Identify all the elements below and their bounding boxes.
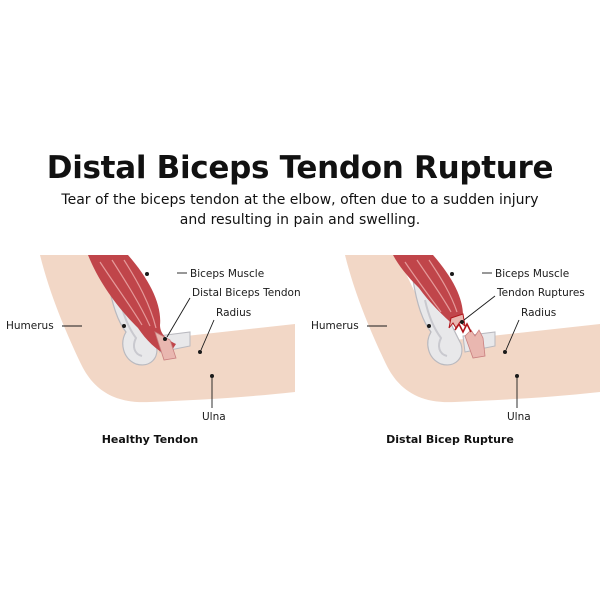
muscle-dot [450, 272, 454, 276]
subtitle-line-1: Tear of the biceps tendon at the elbow, … [61, 192, 539, 208]
humerus-dot [427, 324, 431, 328]
ulna-dot [515, 374, 519, 378]
rupture-tear-mark [454, 322, 472, 334]
label-tendon-ruptures: Tendon Ruptures [496, 287, 585, 299]
caption-healthy-tendon: Healthy Tendon [101, 433, 199, 446]
label-biceps-muscle: Biceps Muscle [495, 268, 569, 280]
biceps-muscle [88, 255, 176, 356]
label-humerus: Humerus [311, 320, 359, 332]
radius-leader [200, 319, 215, 351]
torn-tendon-lower [464, 329, 486, 359]
label-biceps-muscle: Biceps Muscle [190, 268, 264, 280]
radius-dot [198, 350, 202, 354]
page-title: Distal Biceps Tendon Rupture [46, 150, 554, 186]
biceps-muscle-fibers [404, 259, 458, 313]
tendon-dot [163, 337, 167, 341]
caption-distal-bicep-rupture: Distal Bicep Rupture [386, 433, 514, 446]
radius-dot [503, 350, 507, 354]
label-radius: Radius [216, 307, 251, 319]
label-ulna: Ulna [202, 411, 226, 423]
ulna-dot [210, 374, 214, 378]
rupture-leader [463, 295, 496, 321]
muscle-dot [145, 272, 149, 276]
tendon-leader [166, 297, 191, 338]
label-humerus: Humerus [6, 320, 54, 332]
arm-skin [40, 255, 295, 403]
rupture-dot [460, 320, 464, 324]
biceps-muscle-fibers [99, 259, 157, 329]
humerus-shade [119, 299, 143, 357]
arm-skin [345, 255, 600, 403]
label-distal-tendon: Distal Biceps Tendon [192, 287, 301, 299]
radius-leader [505, 319, 520, 351]
rupture-arm-diagram: Biceps Muscle Tendon Ruptures Radius Hum… [311, 255, 600, 423]
label-radius: Radius [521, 307, 556, 319]
label-ulna: Ulna [507, 411, 531, 423]
biceps-muscle [393, 255, 463, 326]
humerus-shade [424, 299, 448, 357]
page-subtitle: Tear of the biceps tendon at the elbow, … [40, 190, 560, 230]
subtitle-line-2: and resulting in pain and swelling. [179, 212, 421, 228]
healthy-arm-diagram: Biceps Muscle Distal Biceps Tendon Radiu… [6, 255, 301, 423]
humerus-dot [122, 324, 126, 328]
